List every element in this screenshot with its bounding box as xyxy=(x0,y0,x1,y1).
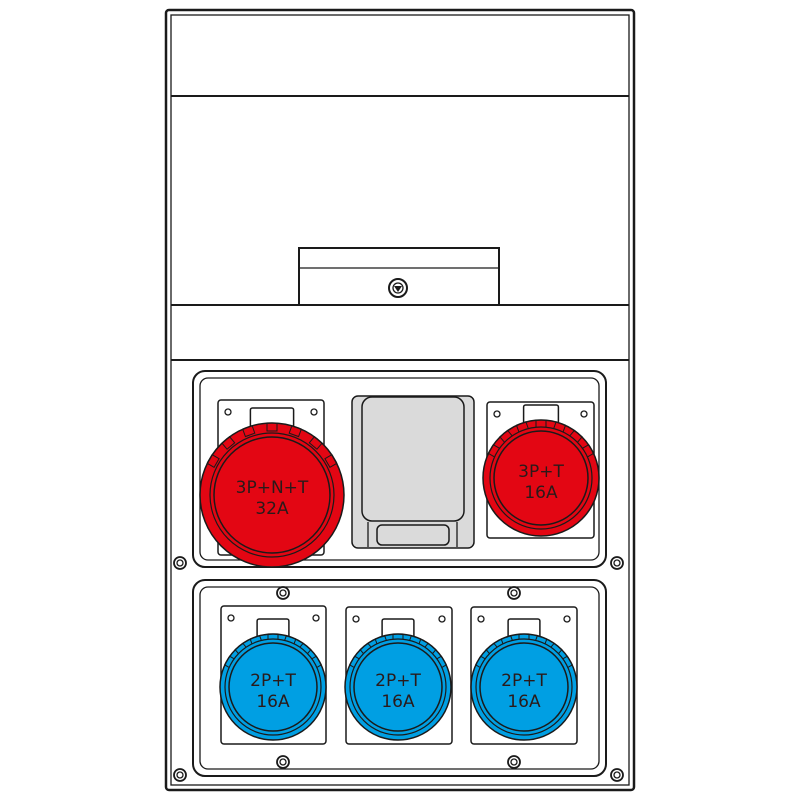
socket-rating-label: 16A xyxy=(507,692,541,712)
socket-rating-label: 16A xyxy=(524,483,558,503)
lower-panel-inner xyxy=(199,586,600,770)
screw-icon xyxy=(610,556,624,570)
screw-icon xyxy=(507,586,521,600)
blank-cover xyxy=(351,395,475,549)
socket-rating-label: 16A xyxy=(381,692,415,712)
screws xyxy=(173,556,624,782)
mounting-hole xyxy=(493,410,501,418)
screw-icon xyxy=(173,768,187,782)
mounting-hole xyxy=(352,615,360,623)
upper-panel xyxy=(192,370,607,568)
mounting-hole xyxy=(312,614,320,622)
screw-icon xyxy=(276,755,290,769)
socket-rating-label: 16A xyxy=(256,692,290,712)
mounting-hole xyxy=(477,615,485,623)
socket-type-label: 2P+T xyxy=(375,671,421,691)
socket-rating-label: 32A xyxy=(255,499,289,519)
socket-type-label: 3P+T xyxy=(518,462,564,482)
mounting-hole xyxy=(310,408,318,416)
breaker-module[interactable] xyxy=(298,247,500,306)
screw-icon xyxy=(276,586,290,600)
socket-type-label: 2P+T xyxy=(250,671,296,691)
lower-panel xyxy=(192,579,607,777)
mounting-hole xyxy=(438,615,446,623)
mounting-hole xyxy=(580,410,588,418)
lock-knob-icon[interactable] xyxy=(388,278,408,298)
mounting-hole xyxy=(227,614,235,622)
mounting-hole xyxy=(224,408,232,416)
screw-icon xyxy=(610,768,624,782)
socket-type-label: 3P+N+T xyxy=(236,478,309,498)
socket-type-label: 2P+T xyxy=(501,671,547,691)
mounting-hole xyxy=(563,615,571,623)
enclosure-inner xyxy=(170,14,630,786)
screw-icon xyxy=(507,755,521,769)
screw-icon xyxy=(173,556,187,570)
